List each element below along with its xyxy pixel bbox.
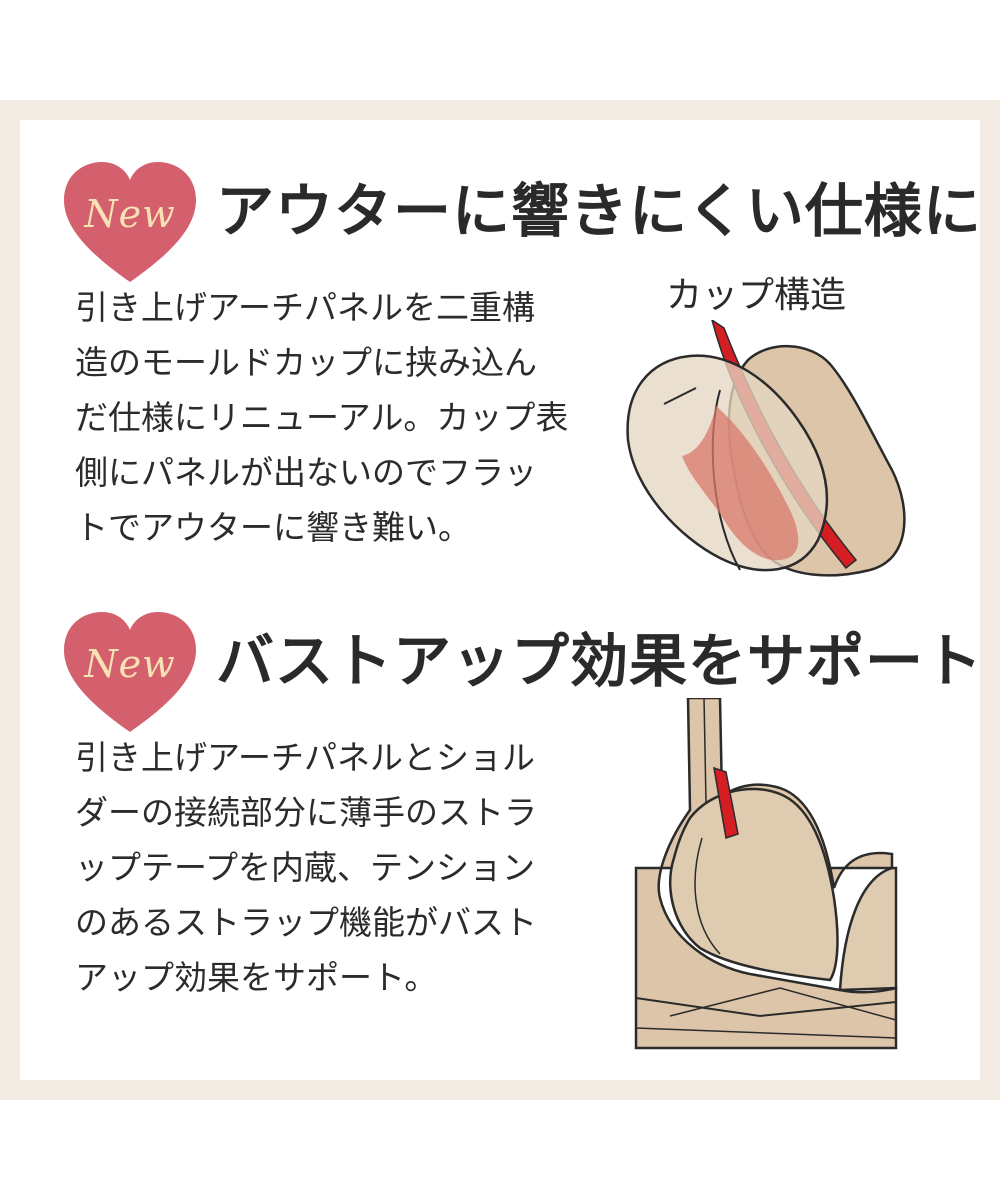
body-line: トでアウターに響き難い。 [75,508,471,547]
new-badge-text: New [84,642,176,686]
content-panel: New アウターに響きにくい仕様に 引き上げアーチパネルを二重構 造のモールドカ… [20,120,984,1080]
new-badge-heart-icon: New [60,608,200,736]
body-line: だ仕様にリニューアル。カップ表 [75,398,569,437]
body-line: のあるストラップ機能がバスト [75,903,537,942]
section1-body: 引き上げアーチパネルを二重構 造のモールドカップに挟み込ん だ仕様にリニューアル… [75,280,595,555]
cup-structure-caption: カップ構造 [666,275,847,316]
body-line: ダーの接続部分に薄手のストラ [75,793,537,832]
new-badge-text: New [84,192,176,236]
body-line: 引き上げアーチパネルを二重構 [75,288,536,327]
section1-heading: アウターに響きにくい仕様に [216,177,982,245]
section2-body: 引き上げアーチパネルとショル ダーの接続部分に薄手のストラ ップテープを内蔵、テ… [75,730,595,1005]
bra-strap-illustration [634,698,898,1050]
body-line: 引き上げアーチパネルとショル [75,738,536,777]
body-line: アップ効果をサポート。 [75,958,438,997]
cup-structure-illustration [626,320,906,577]
body-line: 側にパネルが出ないのでフラッ [75,453,537,492]
body-line: 造のモールドカップに挟み込ん [75,343,537,382]
outer-frame: New アウターに響きにくい仕様に 引き上げアーチパネルを二重構 造のモールドカ… [0,100,1000,1100]
new-badge-heart-icon: New [60,158,200,286]
body-line: ップテープを内蔵、テンション [75,848,536,887]
section2-heading: バストアップ効果をサポート [216,627,984,695]
